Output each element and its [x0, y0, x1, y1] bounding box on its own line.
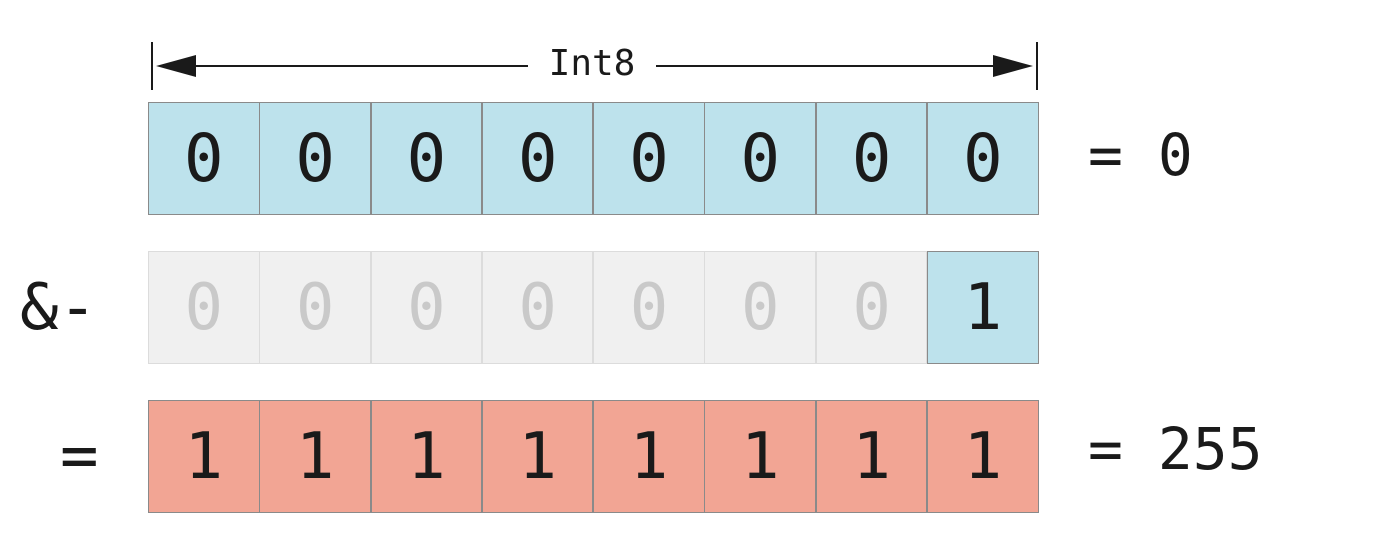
left-arrowhead [156, 55, 196, 77]
bit-cell: 0 [481, 102, 594, 215]
bit-cell: 1 [148, 400, 260, 513]
result-row: 1 1 1 1 1 1 1 1 [148, 400, 1041, 513]
operand-row-one: 0 0 0 0 0 0 0 1 [148, 251, 1041, 364]
operand-row-zero: 0 0 0 0 0 0 0 0 [148, 102, 1041, 215]
bit-cell: 0 [370, 102, 483, 215]
bit-cell: 1 [370, 400, 483, 513]
bit-cell-inactive: 0 [481, 251, 594, 364]
result-value-zero: = 0 [1088, 121, 1193, 189]
int8-width-indicator: Int8 [0, 0, 1374, 100]
result-value-255: = 255 [1088, 415, 1263, 483]
bit-cell: 1 [259, 400, 371, 513]
equals-operator: = [60, 419, 99, 493]
bit-cell: 1 [593, 400, 705, 513]
overflow-subtract-operator: &- [20, 271, 98, 345]
bit-cell: 1 [927, 400, 1039, 513]
bit-cell-inactive: 0 [370, 251, 483, 364]
bit-cell-inactive: 0 [259, 251, 371, 364]
bit-cell: 1 [815, 400, 928, 513]
right-arrowhead [993, 55, 1033, 77]
bit-cell: 0 [927, 102, 1039, 215]
bit-cell-inactive: 0 [593, 251, 705, 364]
bit-cell-active: 1 [927, 251, 1039, 364]
bit-cell-inactive: 0 [148, 251, 260, 364]
bit-cell: 1 [481, 400, 594, 513]
bit-cell: 0 [259, 102, 371, 215]
bit-cell-inactive: 0 [815, 251, 928, 364]
bit-cell: 0 [815, 102, 928, 215]
width-label: Int8 [528, 40, 656, 88]
bit-cell: 0 [148, 102, 260, 215]
bit-cell: 0 [704, 102, 817, 215]
bit-cell: 0 [593, 102, 705, 215]
width-arrow [151, 42, 1038, 90]
bit-cell: 1 [704, 400, 817, 513]
bit-cell-inactive: 0 [704, 251, 817, 364]
